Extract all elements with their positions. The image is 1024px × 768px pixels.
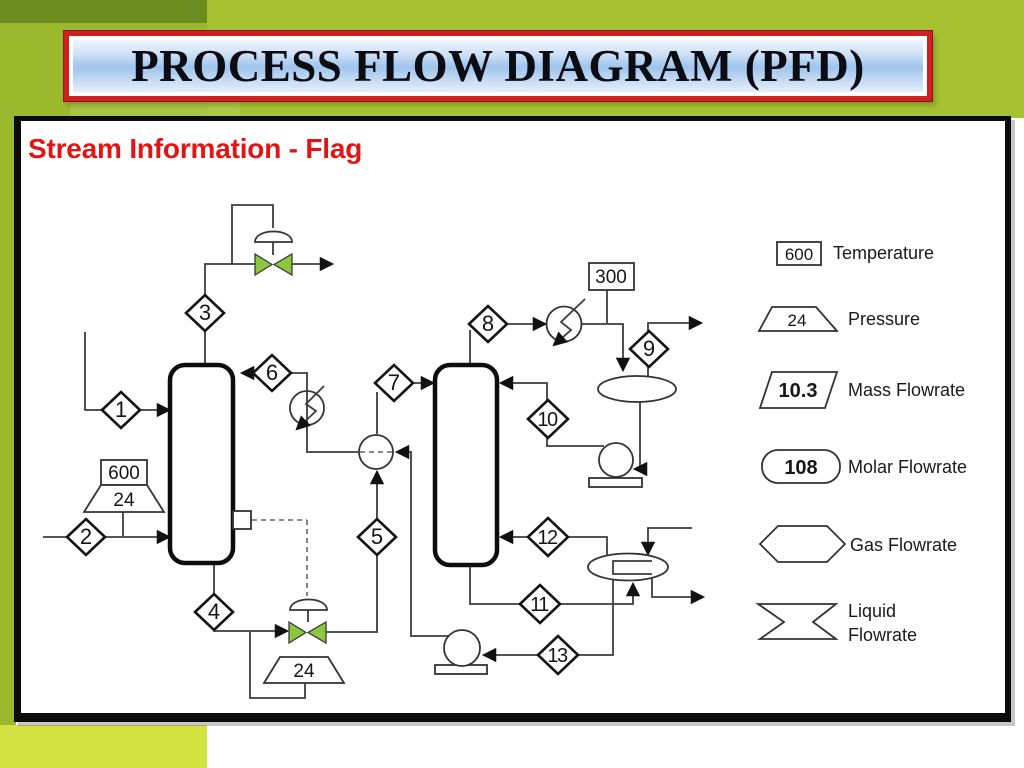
- control-valve-top: [254, 230, 293, 277]
- reboiler-to-pump-line: [481, 573, 614, 663]
- legend-item-molar-flowrate: 108 Molar Flowrate: [761, 449, 967, 484]
- svg-text:1: 1: [115, 397, 127, 422]
- pump-2: [588, 442, 643, 488]
- svg-text:4: 4: [208, 599, 220, 624]
- stream-flag-5: 5: [356, 517, 398, 557]
- stream-flag-6: 6: [251, 353, 293, 393]
- mixer-node: [358, 434, 394, 470]
- control-valve-bottom: [288, 598, 328, 645]
- valve2-outlet-line: [326, 469, 385, 633]
- column-2: [432, 362, 500, 568]
- svg-text:300: 300: [595, 267, 627, 288]
- svg-text:Flowrate: Flowrate: [848, 625, 917, 645]
- svg-text:12: 12: [537, 527, 558, 549]
- svg-text:9: 9: [643, 336, 655, 361]
- pump1-discharge-line: [394, 444, 449, 637]
- slide-subtitle: Stream Information - Flag: [28, 133, 363, 164]
- page-title: PROCESS FLOW DIAGRAM (PFD): [131, 41, 865, 91]
- svg-text:24: 24: [788, 311, 807, 330]
- temperature-flag-600: 600: [100, 459, 148, 486]
- svg-text:Liquid: Liquid: [848, 601, 896, 621]
- stream-flag-8: 8: [467, 304, 509, 344]
- background-left-strip: [0, 0, 16, 768]
- column-1: [167, 362, 236, 566]
- svg-text:2: 2: [80, 524, 92, 549]
- reboiler-feed-line: [640, 527, 692, 557]
- legend-item-gas-flowrate: Gas Flowrate: [758, 525, 957, 563]
- drum-to-pump-line: [632, 402, 648, 477]
- background-bottom-block: [0, 725, 207, 768]
- svg-text:Mass Flowrate: Mass Flowrate: [848, 380, 965, 400]
- level-nozzle: [232, 510, 252, 530]
- temperature-flag-300: 300: [588, 262, 635, 291]
- stream-flag-10: 10: [526, 398, 570, 440]
- svg-text:108: 108: [784, 457, 817, 479]
- svg-text:Gas Flowrate: Gas Flowrate: [850, 535, 957, 555]
- stream-flag-9: 9: [628, 329, 670, 369]
- kettle-reboiler: [587, 552, 669, 582]
- svg-text:3: 3: [199, 300, 211, 325]
- svg-text:24: 24: [293, 661, 315, 682]
- pressure-flag-24-feed: 24: [82, 484, 166, 513]
- stream-flag-13: 13: [536, 634, 580, 676]
- stream-flag-2: 2: [65, 517, 107, 557]
- valve-actuator-icon: [254, 230, 293, 243]
- stream-flag-4: 4: [193, 592, 235, 632]
- legend-item-pressure: 24 Pressure: [757, 306, 920, 332]
- svg-text:6: 6: [266, 360, 278, 385]
- pump-1: [434, 629, 488, 675]
- svg-text:11: 11: [530, 594, 549, 616]
- instrument-signal-dashed: [252, 519, 308, 596]
- svg-text:13: 13: [547, 645, 568, 667]
- svg-text:Molar Flowrate: Molar Flowrate: [848, 457, 967, 477]
- condenser-utility-arrow: [552, 298, 586, 347]
- flag-connector-bottoms: [249, 632, 306, 699]
- legend-item-temperature: 600 Temperature: [776, 241, 934, 266]
- legend-item-mass-flowrate: 10.3 Mass Flowrate: [758, 371, 965, 409]
- bottoms-product-line: [651, 578, 706, 605]
- stream-flag-12: 12: [526, 516, 570, 558]
- valve-signal-loop: [231, 204, 274, 264]
- svg-text:Pressure: Pressure: [848, 309, 920, 329]
- svg-text:10: 10: [537, 409, 558, 431]
- exchanger1-utility-arrow: [295, 385, 325, 431]
- reflux-drum: [597, 375, 677, 403]
- condenser-outlet-line: [582, 323, 631, 373]
- title-banner: PROCESS FLOW DIAGRAM (PFD): [64, 31, 932, 101]
- stream-flag-1: 1: [100, 390, 142, 430]
- stream-flag-7: 7: [373, 363, 415, 403]
- valve-actuator-icon: [289, 598, 328, 611]
- stream-flag-11: 11: [518, 583, 562, 625]
- svg-text:24: 24: [113, 490, 135, 511]
- pressure-flag-24-bottoms: 24: [262, 656, 346, 684]
- svg-text:10.3: 10.3: [779, 380, 818, 402]
- svg-text:5: 5: [371, 524, 383, 549]
- svg-text:Temperature: Temperature: [833, 243, 934, 263]
- legend-item-liquid-flowrate: Liquid Flowrate: [755, 601, 917, 645]
- stream-flag-3: 3: [184, 293, 226, 333]
- background-dark-band: [0, 0, 207, 23]
- legend: 600 Temperature 24 Pressure 10.3 Mass Fl…: [755, 241, 967, 645]
- svg-text:7: 7: [388, 370, 400, 395]
- svg-text:600: 600: [108, 463, 140, 484]
- svg-text:600: 600: [785, 245, 813, 264]
- svg-text:8: 8: [482, 311, 494, 336]
